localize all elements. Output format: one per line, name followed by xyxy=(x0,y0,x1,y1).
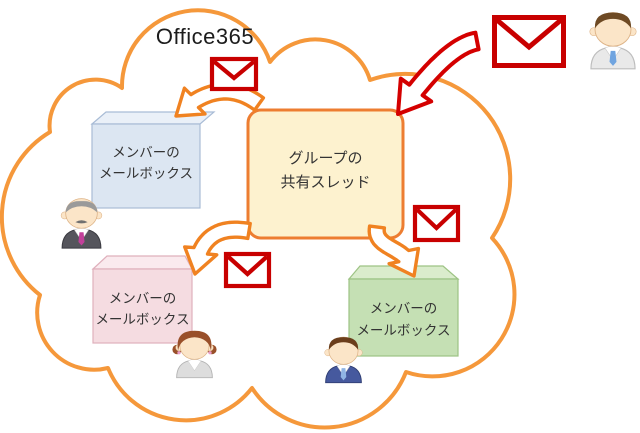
mail-envelope-to-blue-icon xyxy=(209,56,259,92)
external-sender-person-icon xyxy=(589,12,637,70)
group-thread-line2: 共有スレッド xyxy=(280,174,371,191)
arrow-to-green-mailbox xyxy=(367,224,421,278)
office365-label: Office365 xyxy=(155,24,255,49)
member-mailbox-blue-label: メンバーの メールボックス xyxy=(92,142,200,184)
incoming-mail-arrow xyxy=(396,30,481,116)
member-mailbox-pink-label: メンバーの メールボックス xyxy=(93,288,192,330)
member-mailbox-green-box xyxy=(347,265,460,357)
member-mailbox-pink-box xyxy=(91,255,194,344)
member-woman-icon xyxy=(172,330,217,379)
mail-envelope-to-green-icon xyxy=(412,204,461,243)
green-label-line2: メールボックス xyxy=(356,323,451,338)
arrow-to-pink-mailbox xyxy=(183,220,252,276)
pink-label-line1: メンバーの xyxy=(108,291,177,306)
member-mailbox-green-label: メンバーの メールボックス xyxy=(349,298,458,342)
mail-envelope-to-pink-icon xyxy=(223,251,272,289)
blue-label-line2: メールボックス xyxy=(98,166,194,181)
group-thread-line1: グループの xyxy=(288,150,363,167)
member-man-blue-suit-icon xyxy=(324,336,363,384)
green-label-line1: メンバーの xyxy=(369,301,438,316)
group-shared-thread-box xyxy=(246,108,405,240)
pink-label-line2: メールボックス xyxy=(95,312,190,327)
mail-envelope-external-icon xyxy=(492,15,566,68)
blue-label-line1: メンバーの xyxy=(112,145,180,160)
member-man-gray-suit-icon xyxy=(60,198,103,249)
member-mailbox-blue-box xyxy=(90,111,216,209)
group-shared-thread-label: グループの 共有スレッド xyxy=(248,147,403,195)
